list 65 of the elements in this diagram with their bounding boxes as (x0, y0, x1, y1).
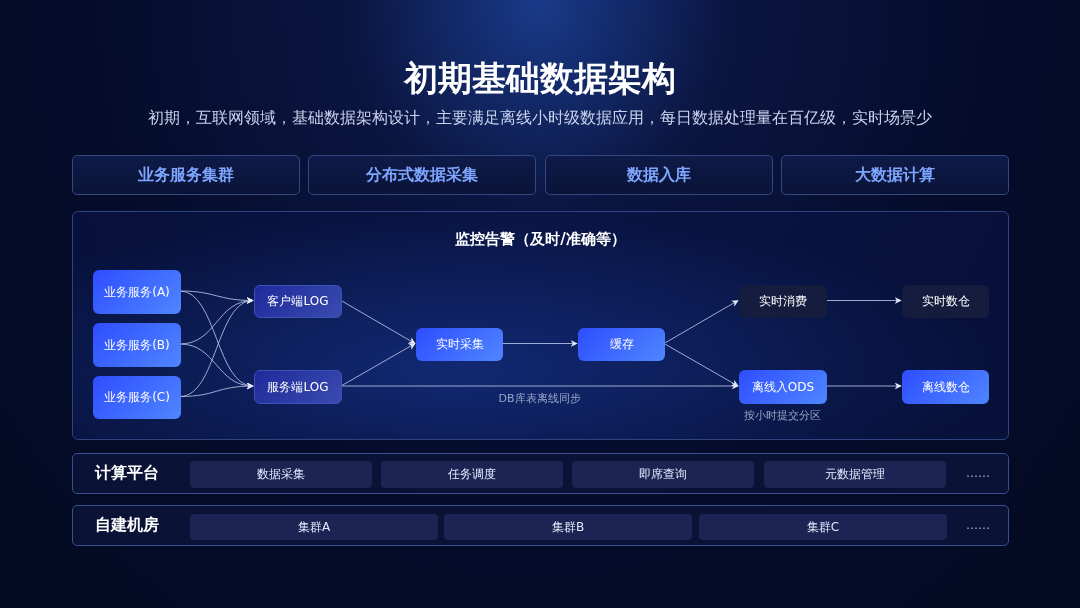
module-box (444, 514, 692, 540)
header-tab (781, 155, 1009, 195)
node-label: 实时采集 (435, 336, 484, 353)
process-box (739, 370, 827, 404)
node-label: 监控告警（及时/准确等） (455, 230, 626, 249)
ellipsis-text: …… (966, 518, 990, 532)
title: 初期基础数据架构 (402, 57, 677, 100)
process-box (93, 376, 181, 419)
process-box (254, 370, 342, 404)
arrow (501, 340, 578, 347)
process-box (902, 285, 989, 318)
module-box (699, 514, 947, 540)
node-label: 实时消费 (759, 293, 807, 310)
module-box (764, 461, 946, 488)
node-label: 分布式数据采集 (366, 164, 478, 186)
node-label: 服务端LOG (267, 378, 329, 396)
node-label: 离线数仓 (921, 378, 970, 396)
node-label: 任务调度 (448, 466, 496, 483)
diagram-panel (72, 211, 1009, 440)
arrow (340, 382, 739, 390)
arrow (663, 343, 739, 387)
node-label: 集群B (551, 518, 585, 536)
platform-row (72, 453, 1009, 494)
module-box (190, 514, 438, 540)
platform-row (72, 505, 1009, 546)
header-tab (545, 155, 773, 195)
edge-label: DB库表离线同步 (497, 391, 582, 406)
node-label: 离线入ODS (751, 378, 815, 396)
node-note: 按小时提交分区 (742, 408, 822, 423)
arrow (825, 297, 902, 304)
module-box (190, 461, 372, 488)
subtitle: 初期，互联网领域，基础数据架构设计，主要满足离线小时级数据应用，每日数据处理量在百亿级，实时场景少 (147, 108, 933, 129)
node-label: 缓存 (609, 336, 634, 353)
node-label: 数据采集 (257, 466, 305, 483)
module-box (572, 461, 754, 488)
node-label: 数据入库 (627, 164, 691, 186)
node-label: 集群A (297, 518, 331, 536)
arrow (825, 382, 902, 390)
process-box (93, 270, 181, 314)
node-label: 实时数仓 (921, 293, 970, 310)
node-label: 客户端LOG (267, 293, 329, 310)
module-box (381, 461, 563, 488)
process-box (739, 285, 827, 318)
arrow (340, 300, 416, 344)
node-label: 集群C (806, 518, 840, 536)
header-tab (308, 155, 536, 195)
node-label: 自建机房 (95, 515, 159, 536)
process-box (93, 323, 181, 367)
arrow (663, 300, 739, 344)
header-tab (72, 155, 300, 195)
node-label: 业务服务集群 (138, 164, 234, 186)
process-box (416, 328, 503, 361)
arrow (340, 343, 416, 387)
process-box (902, 370, 989, 404)
node-label: 业务服务(A) (104, 283, 170, 301)
node-label: 业务服务(B) (104, 336, 170, 354)
node-label: 元数据管理 (825, 466, 885, 483)
node-label: 计算平台 (95, 463, 159, 484)
arrow (179, 382, 254, 397)
process-box (578, 328, 665, 361)
ellipsis-text: …… (966, 466, 990, 480)
node-label: 业务服务(C) (104, 389, 170, 406)
node-label: 即席查询 (639, 466, 687, 483)
process-box (254, 285, 342, 318)
node-label: 大数据计算 (855, 164, 935, 186)
